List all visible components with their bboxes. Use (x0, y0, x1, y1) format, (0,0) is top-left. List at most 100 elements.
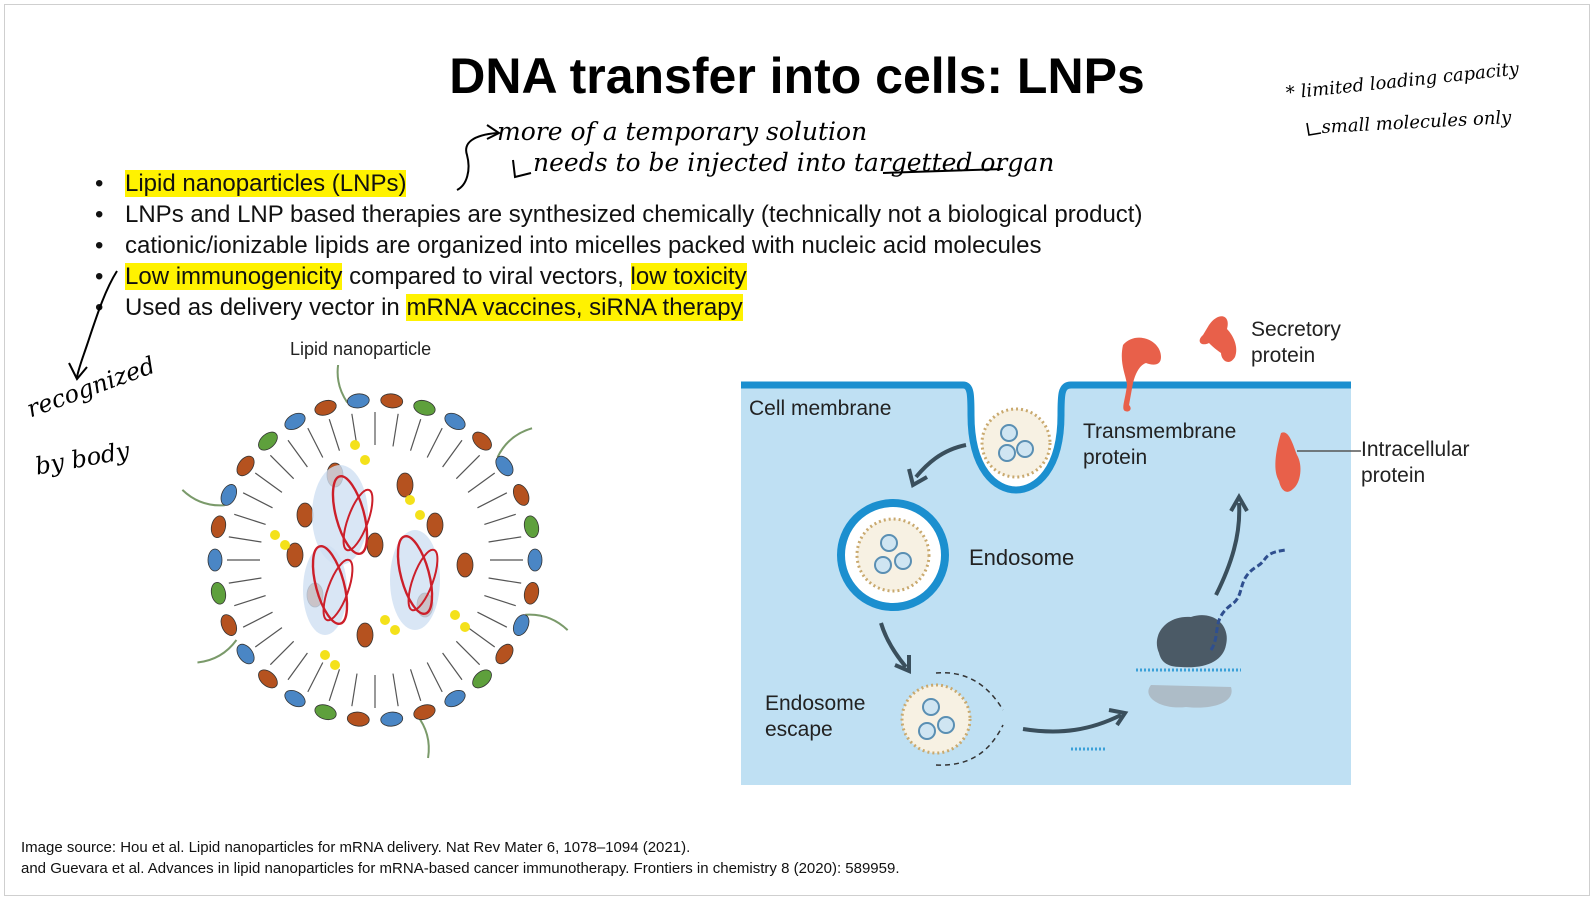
lipid-tail (443, 440, 462, 467)
lipid-head (469, 429, 495, 454)
ionizable-lipid (357, 623, 373, 647)
lipid-tail (489, 578, 522, 583)
lipid-tail (484, 596, 515, 606)
lipid-head (208, 549, 222, 571)
lipid-tail (229, 578, 262, 583)
lipid-tail (288, 440, 307, 467)
lipid-tail (243, 612, 272, 627)
lipid-tail (427, 428, 442, 457)
ionizable-lipid (367, 533, 383, 557)
lipid-tail (308, 662, 323, 691)
peg-chain (525, 615, 567, 631)
lipid-tail (427, 662, 442, 691)
lipid-head (347, 711, 370, 727)
lipid-head (209, 515, 227, 539)
ionizable-lipid (427, 513, 443, 537)
lipid-tail (234, 596, 265, 606)
aqueous-core (303, 545, 347, 635)
lipid-tail (329, 419, 339, 450)
peg-chain (182, 490, 224, 506)
lipid-head (209, 581, 227, 605)
cholesterol (380, 615, 390, 625)
cholesterol (330, 660, 340, 670)
label-secretory-protein: Secretoryprotein (1251, 317, 1341, 369)
lipid-tail (234, 514, 265, 524)
lipid-head (380, 393, 403, 409)
ionizable-lipid (457, 553, 473, 577)
lipid-tail (329, 669, 339, 700)
lipid-head (510, 612, 532, 638)
lipid-head (218, 612, 240, 638)
lipid-nanoparticle-diagram (175, 365, 575, 775)
aqueous-core (390, 530, 440, 630)
lipid-tail (270, 641, 293, 664)
label-transmembrane-protein: Transmembraneprotein (1083, 419, 1236, 471)
lipid-head (469, 666, 495, 691)
lipid-tail (484, 514, 515, 524)
lipid-tail (477, 493, 506, 508)
lipid-tail (352, 674, 357, 707)
lipid-head (492, 453, 516, 479)
lipid-tail (456, 455, 479, 478)
lipid-tail (393, 674, 398, 707)
source-line-2: and Guevara et al. Advances in lipid nan… (21, 860, 900, 877)
lipid-tail (411, 669, 421, 700)
lnp-caption: Lipid nanoparticle (290, 339, 431, 360)
peg-chain (197, 640, 236, 663)
cholesterol (360, 455, 370, 465)
lipid-head (442, 410, 468, 433)
lnp-particle (982, 409, 1050, 477)
lipid-head (528, 549, 542, 571)
lipid-tail (468, 628, 495, 647)
lipid-head (233, 453, 257, 479)
lipid-tail (489, 537, 522, 542)
lipid-head (412, 702, 437, 722)
cholesterol (280, 540, 290, 550)
label-endosome: Endosome (969, 545, 1074, 571)
lipid-head (218, 482, 240, 508)
lipid-head (522, 581, 540, 605)
lipid-tail (243, 493, 272, 508)
lipid-head (492, 641, 516, 667)
cholesterol (450, 610, 460, 620)
lipid-head (233, 641, 257, 667)
peg-chain (498, 428, 532, 457)
lipid-head (412, 398, 437, 418)
lipid-tail (308, 428, 323, 457)
lipid-head (255, 666, 281, 691)
lipid-tail (411, 419, 421, 450)
ionizable-lipid (297, 503, 313, 527)
lipid-tail (468, 473, 495, 492)
peg-chain (338, 365, 348, 402)
lipid-head (282, 410, 308, 433)
lipid-tail (270, 455, 293, 478)
lipid-head (522, 515, 540, 539)
lipid-tail (477, 612, 506, 627)
lipid-head (347, 393, 370, 409)
lipid-tail (255, 628, 282, 647)
cholesterol (415, 510, 425, 520)
lnp-particle (857, 519, 929, 591)
lipid-tail (393, 414, 398, 447)
lipid-tail (255, 473, 282, 492)
annotation-temporary: more of a temporary solution (497, 117, 867, 146)
cholesterol (270, 530, 280, 540)
lipid-head (313, 702, 338, 722)
lipid-tail (456, 641, 479, 664)
lipid-tail (229, 537, 262, 542)
cholesterol (350, 440, 360, 450)
ionizable-lipid (397, 473, 413, 497)
lipid-head (282, 687, 308, 710)
label-endosome-escape: Endosomeescape (765, 691, 865, 743)
lipid-head (442, 687, 468, 710)
lipid-head (313, 398, 338, 418)
cholesterol (320, 650, 330, 660)
label-cell-membrane: Cell membrane (749, 397, 891, 421)
source-line-1: Image source: Hou et al. Lipid nanoparti… (21, 839, 690, 856)
lipid-head (510, 482, 532, 508)
cholesterol (460, 622, 470, 632)
slide: DNA transfer into cells: LNPs Lipid nano… (4, 4, 1590, 896)
lipid-head (380, 711, 403, 727)
lipid-head (255, 429, 281, 454)
